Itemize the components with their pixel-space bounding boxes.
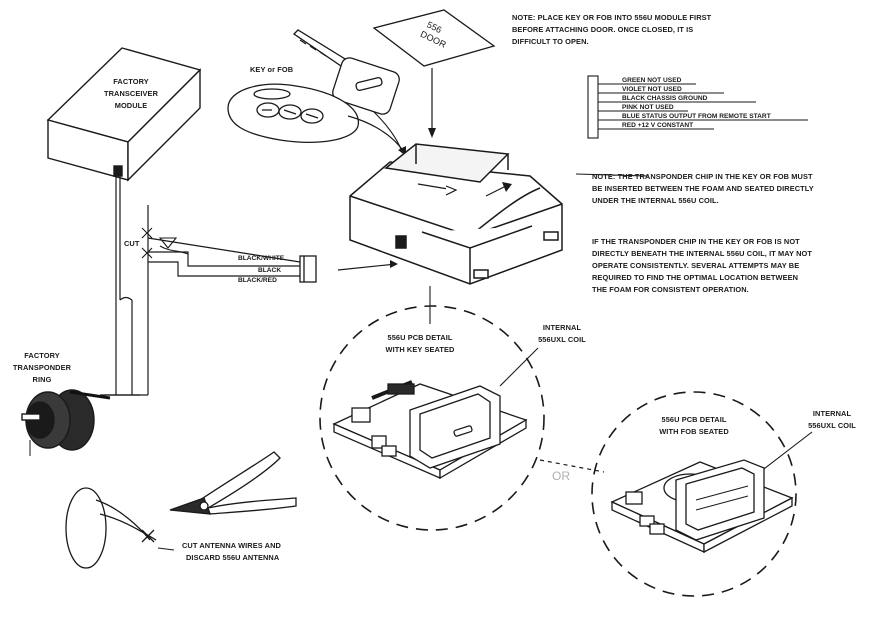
key-arrow — [373, 111, 403, 153]
pcb-key-label-1: 556U PCB DETAIL — [387, 333, 452, 342]
wire-connector — [299, 255, 317, 283]
door-panel — [372, 9, 496, 67]
connector-wire-2: BLACK — [258, 267, 281, 274]
factory-ring-label-3: RING — [33, 375, 52, 384]
antenna-loop — [65, 487, 157, 569]
pcb-fob-label-1: 556U PCB DETAIL — [661, 415, 726, 424]
pcb-key-label-2: WITH KEY SEATED — [386, 345, 456, 354]
wire-cutters-icon — [169, 451, 297, 515]
cut-antenna-line-2: DISCARD 556U ANTENNA — [186, 553, 280, 562]
note-low-line-4: REQUIRED TO FIND THE OPTIMAL LOCATION BE… — [592, 273, 798, 282]
connector-arrow — [337, 263, 397, 271]
internal-coil-left-label-2: 556UXL COIL — [538, 335, 586, 344]
note-low-line-2: DIRECTLY BENEATH THE INTERNAL 556U COIL,… — [592, 249, 812, 258]
note-mid-line-2: BE INSERTED BETWEEN THE FOAM AND SEATED … — [592, 184, 814, 193]
fob-icon — [227, 83, 359, 143]
harness-wire-pink: PINK NOT USED — [622, 104, 674, 111]
connector-wire-3: BLACK/RED — [238, 277, 277, 284]
cut-label: CUT — [124, 239, 140, 248]
note-mid-line-3: UNDER THE INTERNAL 556U COIL. — [592, 196, 719, 205]
transponder-ring-icon — [21, 389, 111, 456]
harness-wire-red: RED +12 V CONSTANT — [622, 122, 693, 129]
or-label: OR — [552, 469, 570, 483]
internal-coil-right-label-2: 556UXL COIL — [808, 421, 856, 430]
internal-coil-left-label-1: INTERNAL — [543, 323, 582, 332]
internal-coil-right-label-1: INTERNAL — [813, 409, 852, 418]
pcb-key-detail-circle — [319, 305, 545, 531]
pcb-fob-label-2: WITH FOB SEATED — [659, 427, 729, 436]
note-low-line-3: OPERATE CONSISTENTLY. SEVERAL ATTEMPTS M… — [592, 261, 799, 270]
pcb-fob-board — [610, 459, 794, 554]
pcb-key-board — [332, 380, 528, 480]
harness-wire-green: GREEN NOT USED — [622, 77, 682, 84]
note-top-line-1: NOTE: PLACE KEY OR FOB INTO 556U MODULE … — [512, 13, 712, 22]
factory-module-label-3: MODULE — [115, 101, 148, 110]
cut-marks — [141, 227, 189, 259]
pcb-fob-detail-circle — [591, 391, 797, 597]
key-icon — [292, 29, 400, 115]
factory-module-label-1: FACTORY — [113, 77, 149, 86]
cut-antenna-line-1: CUT ANTENNA WIRES AND — [182, 541, 282, 550]
note-mid-line-1: NOTE: THE TRANSPONDER CHIP IN THE KEY OR… — [592, 172, 813, 181]
factory-transceiver-module — [46, 47, 202, 182]
harness-wire-black: BLACK CHASSIS GROUND — [622, 95, 708, 102]
note-low-line-5: THE FOAM FOR CONSISTENT OPERATION. — [592, 285, 749, 294]
wire-harness — [587, 75, 808, 139]
key-or-fob-label: KEY or FOB — [250, 65, 293, 74]
factory-ring-label-1: FACTORY — [24, 351, 60, 360]
factory-module-label-2: TRANSCEIVER — [104, 89, 159, 98]
note-top-line-3: DIFFICULT TO OPEN. — [512, 37, 589, 46]
module-556u — [349, 143, 563, 285]
connector-wire-1: BLACK/WHITE — [238, 255, 285, 262]
harness-wire-violet: VIOLET NOT USED — [622, 86, 682, 93]
factory-ring-label-2: TRANSPONDER — [13, 363, 72, 372]
note-top-line-2: BEFORE ATTACHING DOOR. ONCE CLOSED, IT I… — [512, 25, 693, 34]
note-low-line-1: IF THE TRANSPONDER CHIP IN THE KEY OR FO… — [592, 237, 800, 246]
harness-wire-blue: BLUE STATUS OUTPUT FROM REMOTE START — [622, 113, 771, 120]
module-wires — [100, 176, 301, 396]
